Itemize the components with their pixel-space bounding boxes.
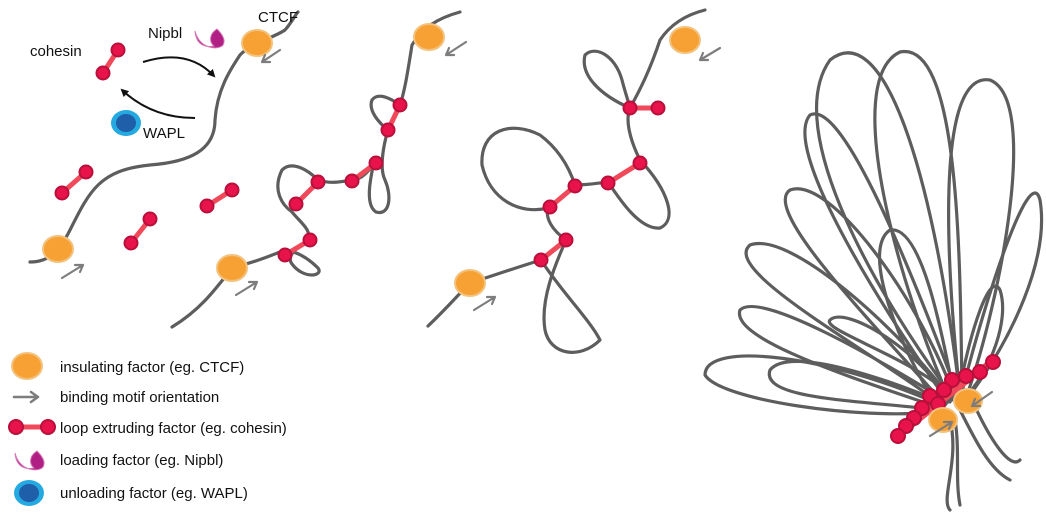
cohesin-icon	[199, 182, 240, 214]
motif-arrow-icon	[260, 48, 282, 64]
cohesin-icon	[380, 97, 408, 138]
cohesin-icon	[344, 155, 384, 189]
ctcf-marks	[454, 26, 701, 297]
ctcf-icon	[11, 352, 43, 380]
motif-arrows	[928, 390, 994, 438]
chromatin-fiber	[28, 10, 300, 264]
motif-arrows	[472, 46, 722, 312]
cohesin-label: cohesin	[30, 43, 82, 60]
panel-1-free-chromatin: cohesin Nipbl CTCF WAPL	[28, 9, 300, 280]
legend-text: insulating factor (eg. CTCF)	[60, 359, 244, 376]
motif-arrow-icon	[234, 280, 259, 297]
legend-text: loading factor (eg. Nipbl)	[60, 452, 223, 469]
ctcf-icon	[413, 23, 445, 51]
ctcf-icon	[669, 26, 701, 54]
free-cohesins	[54, 42, 240, 251]
nipbl-icon	[194, 28, 225, 49]
legend-text: binding motif orientation	[60, 389, 219, 406]
motif-arrow-icon	[12, 390, 40, 404]
ctcf-marks	[216, 23, 445, 282]
cohesin-icon	[958, 368, 974, 384]
motif-arrow-icon	[698, 46, 722, 62]
nipbl-label: Nipbl	[148, 25, 182, 42]
extruding-cohesins	[277, 97, 408, 263]
wapl-icon-inner	[19, 484, 39, 502]
cohesin-icon	[972, 364, 988, 380]
cohesin-icon	[533, 232, 574, 268]
loading-arrow	[142, 56, 216, 78]
chromatin-fiber	[426, 8, 707, 354]
cohesin-icon	[542, 178, 583, 215]
cohesin-icon	[277, 232, 318, 263]
ctcf-label: CTCF	[258, 9, 298, 26]
chromatin-loops	[703, 50, 1044, 512]
unloading-arrow	[120, 88, 196, 119]
legend-item-extruder: loop extruding factor (eg. cohesin)	[8, 419, 287, 437]
motif-arrows	[60, 48, 282, 280]
legend-item-unloader: unloading factor (eg. WAPL)	[14, 480, 248, 506]
wapl-icon-inner	[116, 114, 136, 132]
cohesin-icon	[600, 155, 648, 191]
cohesin-icon	[936, 382, 952, 398]
motif-arrows	[234, 40, 468, 297]
legend: insulating factor (eg. CTCF) binding mot…	[8, 352, 287, 506]
cohesin-icon	[54, 164, 94, 201]
legend-item-motif: binding motif orientation	[12, 389, 219, 406]
legend-item-loader: loading factor (eg. Nipbl)	[14, 450, 223, 471]
ctcf-icon	[42, 235, 74, 263]
motif-arrow-icon	[970, 390, 994, 408]
cohesin-icon	[40, 419, 56, 435]
ctcf-icon	[216, 254, 248, 282]
motif-arrow-icon	[60, 263, 85, 280]
panel-3-loops	[426, 8, 722, 354]
cohesin-icon	[890, 428, 906, 444]
motif-arrow-icon	[928, 420, 954, 438]
legend-text: loop extruding factor (eg. cohesin)	[60, 420, 287, 437]
cohesin-icon	[985, 354, 1001, 370]
cohesin-icon	[8, 419, 24, 435]
chromatin-fiber	[170, 10, 462, 329]
cohesin-icon	[288, 174, 326, 212]
motif-arrow-icon	[472, 295, 497, 312]
cohesin-icon	[95, 42, 126, 81]
extruding-cohesins	[533, 100, 666, 268]
cohesin-icon	[622, 100, 666, 116]
panel-4-loop-rosette	[703, 50, 1044, 512]
ctcf-icon	[241, 29, 273, 57]
cohesin-cluster	[890, 354, 1001, 444]
ctcf-icon	[454, 269, 486, 297]
legend-text: unloading factor (eg. WAPL)	[60, 485, 248, 502]
wapl-label: WAPL	[143, 125, 185, 142]
ctcf-marks	[42, 29, 273, 263]
legend-item-insulator: insulating factor (eg. CTCF)	[11, 352, 244, 380]
panel-2-loop-extrusion	[170, 10, 468, 329]
motif-arrow-icon	[444, 40, 468, 57]
nipbl-icon	[14, 450, 45, 471]
cohesin-icon	[123, 211, 158, 251]
